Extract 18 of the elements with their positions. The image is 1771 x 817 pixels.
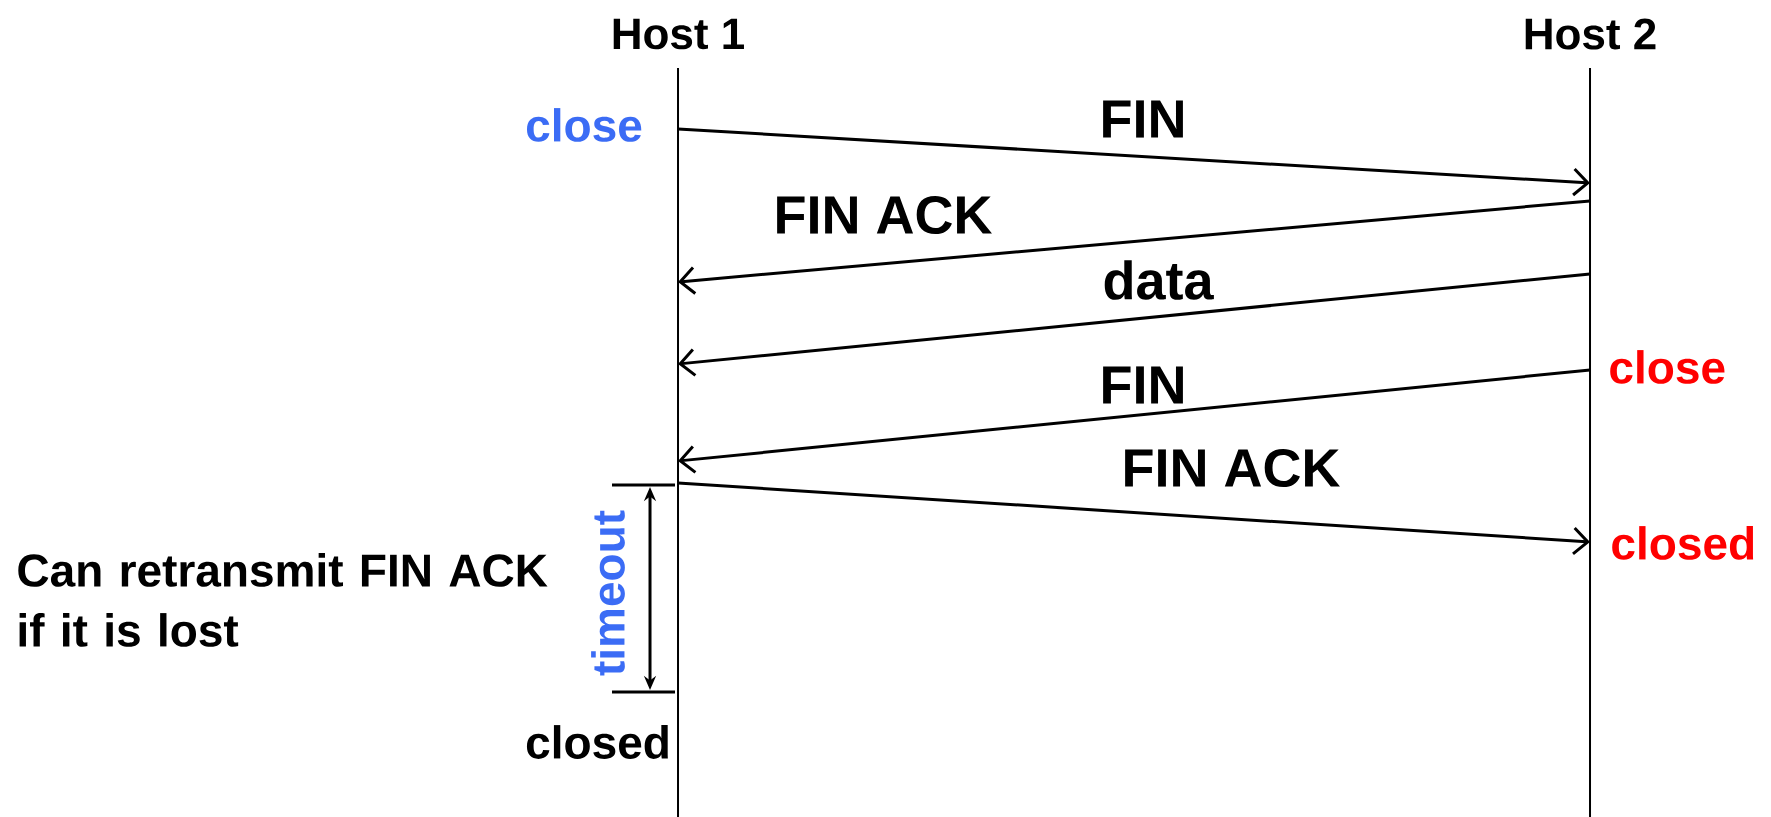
edge-label: FIN (1098, 365, 1188, 405)
message-arrow (677, 481, 1591, 556)
host-label: Host 1 (613, 18, 744, 50)
message-arrow (678, 368, 1591, 474)
state-label: close (527, 108, 642, 142)
state-label: closed (526, 725, 668, 759)
state-label: close (1610, 350, 1725, 384)
edge-label: data (1101, 259, 1215, 301)
edge-label: FIN ACK (772, 194, 994, 236)
message-arrow (678, 272, 1591, 377)
state-label: closed (1612, 526, 1754, 560)
edge-label: FIN ACK (1120, 447, 1342, 489)
host-label: Host 2 (1525, 18, 1656, 50)
edge-label: FIN (1098, 99, 1188, 139)
message-arrow (678, 199, 1591, 295)
note-text: Can retransmit FIN ACK if it is lost (18, 553, 548, 647)
timeout-label: timeout (591, 510, 625, 676)
message-arrow (677, 127, 1591, 197)
